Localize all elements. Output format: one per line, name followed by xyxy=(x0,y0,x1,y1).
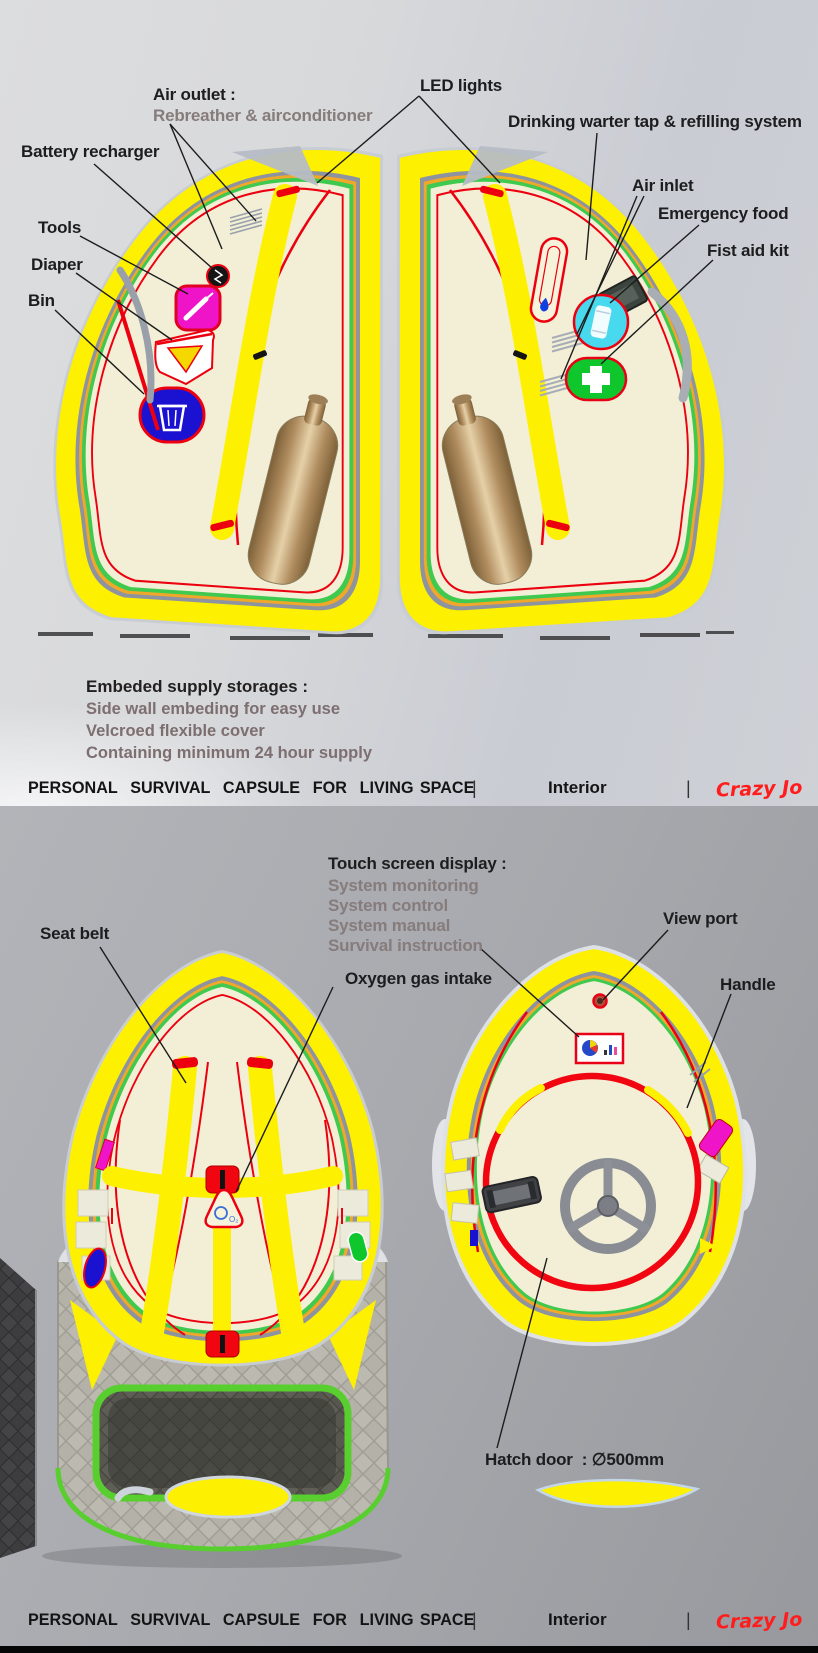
footer-section-label: Interior xyxy=(548,1610,607,1629)
side-storage-shelves xyxy=(75,1138,371,1289)
footer-separator: | xyxy=(686,1610,691,1630)
footer-separator: | xyxy=(472,778,477,798)
gas-bottle xyxy=(247,394,339,585)
right-half-capsule xyxy=(397,146,727,635)
label-air-inlet: Air inlet xyxy=(632,176,694,195)
first-aid-icon xyxy=(564,356,628,402)
shell-fang xyxy=(328,1300,376,1390)
label-air-outlet-subtitle: Rebreather & airconditioner xyxy=(153,106,373,125)
hatch-door-ring xyxy=(482,1072,702,1292)
bottom-black-bar xyxy=(0,1646,818,1653)
label-seat-belt: Seat belt xyxy=(40,924,110,943)
label-view-port: View port xyxy=(663,909,738,928)
step-handle-object xyxy=(481,1175,542,1214)
label-air-outlet-title: Air outlet : xyxy=(153,85,236,104)
belt-buckle xyxy=(205,1330,240,1358)
belt-buckle xyxy=(205,1165,240,1194)
oxygen-symbol-text: O₂ xyxy=(229,1215,238,1224)
storage-note-line: Containing minimum 24 hour supply xyxy=(86,744,373,762)
top-panel-illustration xyxy=(38,95,734,640)
label-touch-screen-item: System monitoring xyxy=(328,876,479,895)
label-touch-screen-item: System manual xyxy=(328,916,451,935)
footer-separator: | xyxy=(686,778,691,798)
label-touch-screen-item: System control xyxy=(328,896,449,915)
seat-strip-tip xyxy=(210,519,234,532)
shell-fang xyxy=(70,1300,118,1390)
bottom-panel-illustration: O₂ xyxy=(0,929,756,1568)
footer-credit: Crazy Jo xyxy=(715,1608,803,1634)
label-touch-screen-item: Survival instruction xyxy=(328,936,483,955)
label-tools: Tools xyxy=(38,218,82,237)
storage-note-line: Velcroed flexible cover xyxy=(86,722,265,740)
base-hatch-opening xyxy=(92,1384,352,1519)
dark-wall xyxy=(0,1258,36,1558)
top-panel-footer: PERSONAL SURVIVAL CAPSULE FOR LIVING SPA… xyxy=(0,776,818,806)
footer-title: PERSONAL SURVIVAL CAPSULE FOR LIVING SPA… xyxy=(28,1610,475,1629)
leader-lines-bottom xyxy=(99,929,732,1449)
food-can-icon xyxy=(572,293,630,351)
gas-bottle xyxy=(441,394,533,585)
seat-cushion xyxy=(164,1475,292,1519)
seat-strip-tip xyxy=(276,185,300,198)
seat-strip xyxy=(483,184,570,540)
label-led-lights: LED lights xyxy=(420,76,503,95)
label-touch-screen-title: Touch screen display : xyxy=(328,854,507,873)
water-tap-icon xyxy=(529,237,569,323)
left-half-capsule xyxy=(53,146,383,635)
footer-separator: | xyxy=(472,1610,477,1630)
tools-icon xyxy=(174,284,222,332)
oxygen-intake-marker: O₂ xyxy=(204,1188,244,1229)
label-battery-recharger: Battery recharger xyxy=(21,142,160,161)
footer-section-label: Interior xyxy=(548,778,607,797)
front-view-capsule: O₂ xyxy=(62,950,384,1390)
wall-trim-line xyxy=(659,1011,717,1253)
label-hatch-door: Hatch door : ∅500mm xyxy=(485,1450,664,1469)
detached-hatch-door xyxy=(535,1478,701,1508)
label-diaper: Diaper xyxy=(31,255,83,274)
storage-note-title: Embeded supply storages : xyxy=(86,677,308,696)
light-sweep xyxy=(0,688,360,806)
side-storage-shelves xyxy=(444,1061,734,1254)
hatch-wheel-handle xyxy=(560,1158,656,1254)
wall-handle xyxy=(647,287,692,403)
ground-shadow xyxy=(38,631,734,640)
diaper-icon xyxy=(154,328,215,386)
seat-strip-tip xyxy=(480,185,504,198)
seat-strip-clip xyxy=(512,350,528,360)
touch-screen xyxy=(574,1032,625,1065)
label-handle: Handle xyxy=(720,975,776,994)
label-emergency-food: Emergency food xyxy=(658,204,789,223)
top-vent-flap xyxy=(462,146,548,186)
seat-strip-clip xyxy=(252,350,268,360)
footer-title: PERSONAL SURVIVAL CAPSULE FOR LIVING SPA… xyxy=(28,778,475,797)
air-outlet-grill xyxy=(229,208,263,235)
label-bin: Bin xyxy=(28,291,55,310)
wall-strap xyxy=(116,299,160,431)
seat-strip xyxy=(210,184,297,540)
view-port-marker xyxy=(592,993,608,1009)
bottom-panel-footer: PERSONAL SURVIVAL CAPSULE FOR LIVING SPA… xyxy=(0,1608,818,1638)
label-oxygen-gas-intake: Oxygen gas intake xyxy=(345,969,492,988)
footer-credit: Crazy Jo xyxy=(715,776,803,802)
leader-lines-top xyxy=(54,95,714,395)
label-drinking-water: Drinking warter tap & refilling system xyxy=(508,112,802,131)
top-vent-flap xyxy=(232,146,318,186)
wall-tool-handle xyxy=(116,266,155,404)
top-view-capsule xyxy=(432,945,756,1346)
seat-strip-tip xyxy=(546,519,570,532)
battery-recharger-icon xyxy=(206,264,230,288)
storage-note-line: Side wall embeding for easy use xyxy=(86,700,341,718)
label-first-aid-kit: Fist aid kit xyxy=(707,241,789,260)
